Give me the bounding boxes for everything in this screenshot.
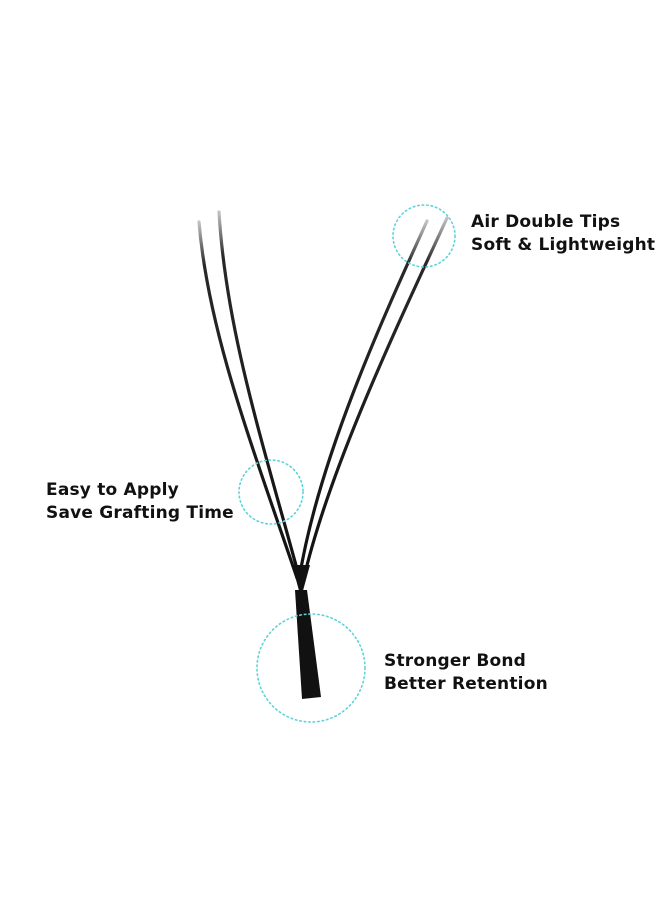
- callout-tips: Air Double Tips Soft & Lightweight: [471, 211, 655, 257]
- callout-apply-line2: Save Grafting Time: [46, 503, 234, 523]
- lash-base: [295, 590, 321, 699]
- highlight-circle-tips: [392, 204, 456, 268]
- highlight-circle-bond: [256, 613, 366, 723]
- callout-tips-line2: Soft & Lightweight: [471, 235, 656, 255]
- callout-bond-line1: Stronger Bond: [384, 651, 527, 671]
- callout-tips-line1: Air Double Tips: [471, 212, 621, 232]
- highlight-circle-apply: [238, 459, 304, 525]
- lash-fiber-left-outer: [197, 220, 299, 580]
- lash-fiber-left-inner: [217, 210, 302, 582]
- callout-bond: Stronger Bond Better Retention: [384, 650, 548, 696]
- lash-fibers: [197, 210, 449, 699]
- callout-apply-line1: Easy to Apply: [46, 480, 179, 500]
- callout-bond-line2: Better Retention: [384, 674, 548, 694]
- lash-merge: [292, 565, 310, 598]
- callout-apply: Easy to Apply Save Grafting Time: [46, 479, 234, 525]
- lash-fiber-right-inner: [301, 216, 449, 584]
